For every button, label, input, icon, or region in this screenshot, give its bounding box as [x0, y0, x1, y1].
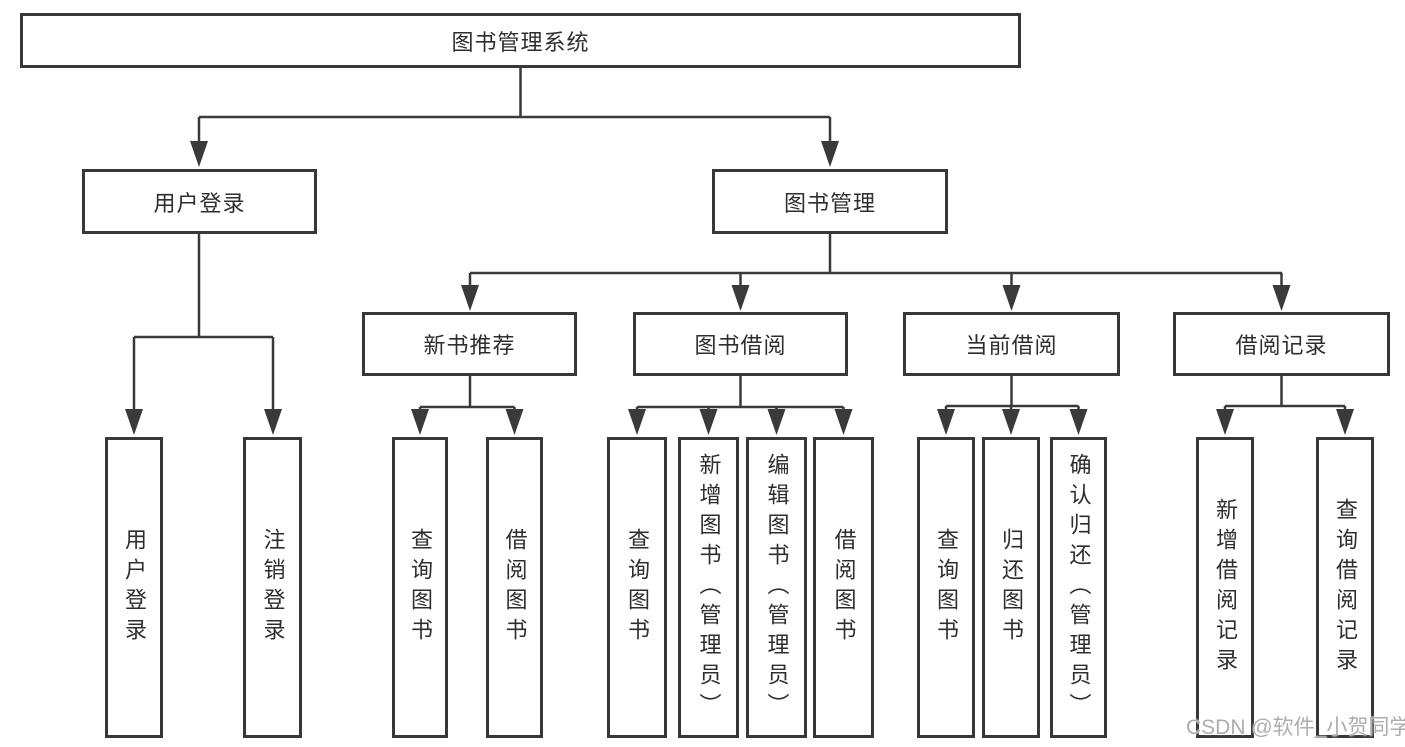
node-bb-add-book: 新增图书（管理员）: [678, 437, 739, 738]
node-leaf-logout: 注销登录: [243, 437, 302, 738]
node-book-borrow-label: 图书借阅: [694, 333, 787, 358]
connector-borrow-record-to-leaves: [1216, 376, 1354, 435]
connector-root-to-level1: [190, 68, 839, 167]
node-borrow-record-label: 借阅记录: [1235, 333, 1328, 358]
node-bb-edit-book: 编辑图书（管理员）: [746, 437, 807, 738]
node-br-query-record: 查询借阅记录: [1316, 437, 1374, 738]
connector-book-management-to-level2: [461, 234, 1291, 311]
node-cb-return-book-label: 归还图书: [999, 527, 1024, 648]
node-borrow-record: 借阅记录: [1173, 312, 1390, 376]
node-user-login: 用户登录: [82, 169, 317, 234]
node-br-query-record-label: 查询借阅记录: [1333, 497, 1358, 678]
node-nb-query-book: 查询图书: [392, 437, 448, 738]
node-book-management-label: 图书管理: [783, 190, 876, 216]
node-leaf-user-login-label: 用户登录: [122, 527, 147, 648]
node-book-borrow: 图书借阅: [633, 312, 848, 376]
connector-new-book-recommend-to-leaves: [411, 376, 524, 435]
node-cb-confirm-return-label: 确认归还（管理员）: [1066, 452, 1092, 723]
node-root-label: 图书管理系统: [451, 29, 590, 55]
node-leaf-logout-label: 注销登录: [260, 527, 286, 648]
csdn-watermark: CSDN @软件_小贺同学: [1186, 716, 1405, 739]
node-bb-query-book: 查询图书: [607, 437, 667, 738]
node-cb-query-book: 查询图书: [917, 437, 975, 738]
node-user-login-label: 用户登录: [153, 190, 246, 216]
node-bb-borrow-book-label: 借阅图书: [831, 527, 857, 648]
node-nb-query-book-label: 查询图书: [408, 527, 433, 648]
node-new-book-recommend: 新书推荐: [362, 312, 577, 376]
node-bb-borrow-book: 借阅图书: [813, 437, 874, 738]
node-cb-return-book: 归还图书: [982, 437, 1040, 738]
node-current-borrow-label: 当前借阅: [965, 333, 1058, 358]
connector-current-borrow-to-leaves: [937, 376, 1088, 435]
node-book-management: 图书管理: [712, 169, 948, 234]
connector-book-borrow-to-leaves: [628, 376, 853, 435]
connector-user-login-to-leaves: [125, 234, 282, 435]
node-br-add-record-label: 新增借阅记录: [1213, 497, 1238, 678]
node-new-book-recommend-label: 新书推荐: [423, 333, 516, 358]
node-nb-borrow-book: 借阅图书: [486, 437, 543, 738]
node-bb-edit-book-label: 编辑图书（管理员）: [764, 452, 790, 723]
node-bb-add-book-label: 新增图书（管理员）: [696, 452, 722, 723]
node-leaf-user-login: 用户登录: [105, 437, 163, 738]
node-br-add-record: 新增借阅记录: [1196, 437, 1254, 738]
node-root: 图书管理系统: [20, 13, 1021, 68]
node-cb-query-book-label: 查询图书: [934, 527, 959, 648]
node-current-borrow: 当前借阅: [903, 312, 1120, 376]
node-cb-confirm-return: 确认归还（管理员）: [1050, 437, 1107, 738]
node-nb-borrow-book-label: 借阅图书: [502, 527, 528, 648]
node-bb-query-book-label: 查询图书: [625, 527, 650, 648]
